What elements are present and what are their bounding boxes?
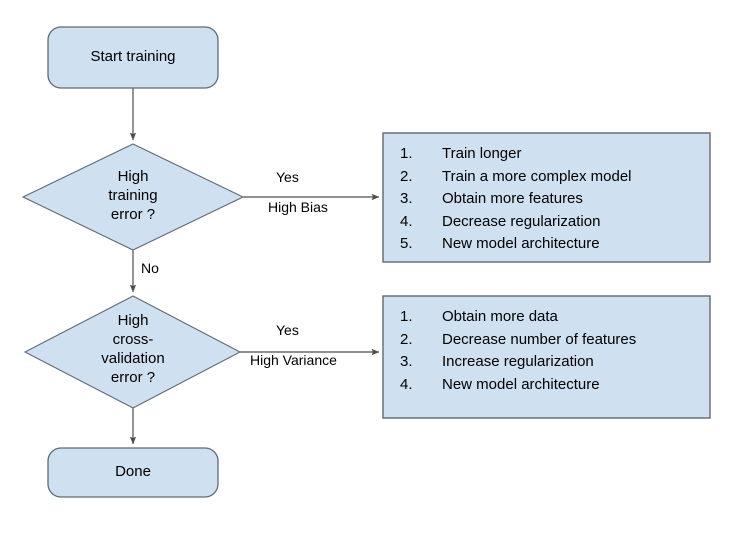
node-decision-high-cv-error[interactable]	[23, 295, 242, 409]
node-start-training[interactable]	[47, 26, 219, 89]
list-item: 3. Increase regularization	[400, 351, 636, 374]
list-item-number: 2.	[400, 330, 413, 348]
node-high-bias-actions-box[interactable]	[382, 132, 711, 263]
list-item: 2. Train a more complex model	[400, 166, 632, 189]
list-item: 4. Decrease regularization	[400, 211, 632, 234]
list-item-label: Obtain more data	[442, 308, 558, 325]
list-item-label: Decrease regularization	[442, 212, 601, 230]
list-item: 5. New model architecture	[400, 233, 632, 256]
edge-label-decision1-yes: Yes	[276, 169, 299, 185]
list-item-label: Train a more complex model	[442, 167, 632, 185]
node-high-variance-actions-box[interactable]	[382, 295, 711, 419]
list-item: 3. Obtain more features	[400, 188, 632, 211]
list-item-label: Train longer	[442, 145, 522, 162]
list-item-number: 1.	[400, 308, 413, 325]
list-item-label: Obtain more features	[442, 190, 583, 207]
high-variance-actions-list: 1. Obtain more data 2. Decrease number of f…	[400, 306, 636, 396]
list-item: 2. Decrease number of features	[400, 329, 636, 352]
list-item-label: New model architecture	[442, 235, 600, 252]
list-item: 1. Train longer	[400, 143, 632, 166]
list-item-number: 3.	[400, 190, 413, 207]
list-item-label: Decrease number of features	[442, 330, 637, 348]
list-item-number: 2.	[400, 167, 413, 185]
list-item-number: 1.	[400, 145, 413, 162]
node-done[interactable]	[47, 447, 219, 498]
list-item-number: 5.	[400, 235, 413, 252]
list-item-number: 4.	[400, 375, 413, 393]
list-item-label: Increase regularization	[442, 353, 594, 370]
list-item-number: 4.	[400, 212, 413, 230]
list-item-number: 3.	[400, 353, 413, 370]
list-item-label: New model architecture	[442, 375, 600, 393]
edge-label-high-variance: High Variance	[250, 352, 337, 368]
edge-label-decision1-no: No	[141, 260, 159, 276]
list-item: 4. New model architecture	[400, 374, 636, 397]
edge-label-high-bias: High Bias	[268, 199, 328, 215]
list-item: 1. Obtain more data	[400, 306, 636, 329]
high-bias-actions-list: 1. Train longer 2. Train a more complex mod…	[400, 143, 632, 256]
edge-label-decision2-yes: Yes	[276, 322, 299, 338]
node-decision-high-training-error[interactable]	[21, 143, 245, 251]
